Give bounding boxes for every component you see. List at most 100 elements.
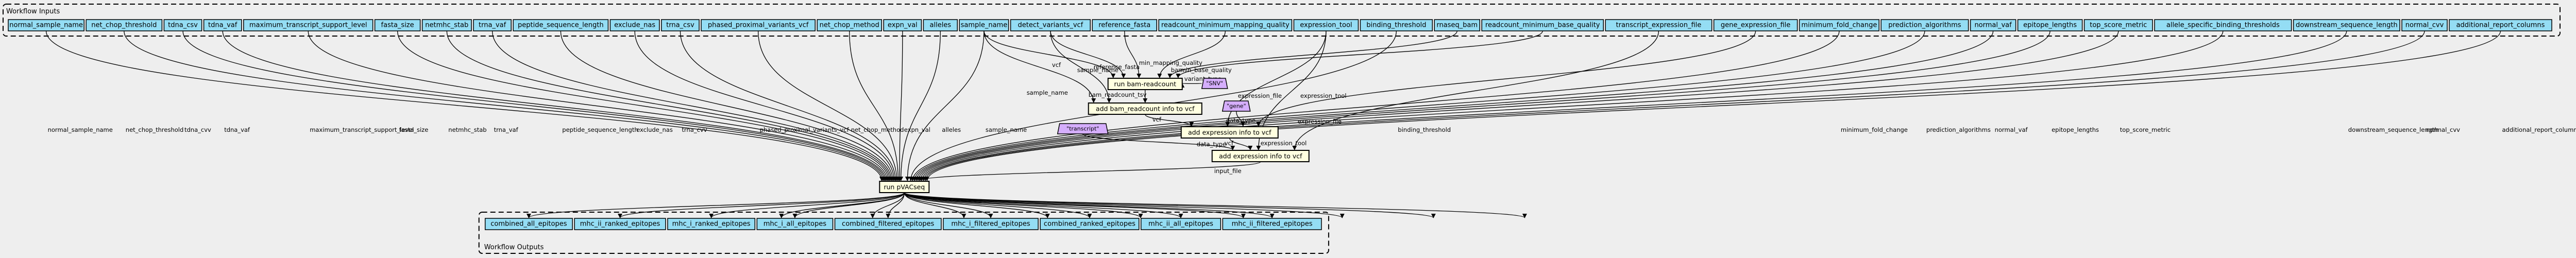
input-epitope-lengths[interactable]: epitope_lengths (2017, 19, 2083, 31)
edge-55 (618, 192, 905, 218)
input-reference-fasta[interactable]: reference_fasta (1092, 19, 1157, 31)
input-readcount-minimum-mapping-quality[interactable]: readcount_minimum_mapping_quality (1158, 19, 1293, 31)
edge-label: prediction_algorithms (1926, 126, 1991, 133)
input-allele-specific-binding-thresholds[interactable]: allele_specific_binding_thresholds (2154, 19, 2292, 31)
input-label: fasta_size (381, 22, 414, 29)
output-mhc-ii-filtered-epitopes[interactable]: mhc_ii_filtered_epitopes (1222, 218, 1322, 230)
output-mhc-i-all-epitopes[interactable]: mhc_i_all_epitopes (756, 218, 834, 230)
edge-label: maximum_transcript_support_level (310, 126, 414, 133)
input-label: additional_report_columns (2456, 22, 2545, 29)
edges-layer (45, 30, 2501, 218)
literal-gene-label: "gene" (1227, 103, 1246, 110)
edge-label: vcf (1225, 140, 1234, 147)
output-label: combined_filtered_epitopes (842, 220, 934, 228)
input-exclude-nas[interactable]: exclude_nas (609, 19, 660, 31)
edge-37 (912, 30, 1925, 181)
edge-label: sample_name (1077, 66, 1118, 74)
input-label: binding_threshold (1366, 22, 1426, 29)
edge-51 (904, 192, 1345, 218)
input-fasta-size[interactable]: fasta_size (374, 19, 421, 31)
input-net-chop-threshold[interactable]: net_chop_threshold (86, 19, 163, 31)
input-gene-expression-file[interactable]: gene_expression_file (1713, 19, 1798, 31)
input-alleles[interactable]: alleles (923, 19, 958, 31)
input-label: reference_fasta (1098, 22, 1150, 29)
edge-label: trna_cvv (682, 126, 707, 133)
input-minimum-fold-change[interactable]: minimum_fold_change (1799, 19, 1879, 31)
input-readcount-minimum-base-quality[interactable]: readcount_minimum_base_quality (1481, 19, 1604, 31)
edge-label: binding_threshold (1398, 126, 1451, 133)
edge-label: normal_sample_name (48, 126, 113, 133)
step-add-expression-transcript-label: add expression info to vcf (1219, 152, 1302, 160)
input-rnaseq-bam[interactable]: rnaseq_bam (1434, 19, 1480, 31)
input-peptide-sequence-length[interactable]: peptide_sequence_length (513, 19, 609, 31)
input-net-chop-method[interactable]: net_chop_method (817, 19, 882, 31)
step-add-bam-readcount-info[interactable]: add bam_readcount info to vcf (1088, 102, 1202, 115)
input-binding-threshold[interactable]: binding_threshold (1360, 19, 1433, 31)
edge-23 (1176, 30, 1543, 78)
input-downstream-sequence-length[interactable]: downstream_sequence_length (2293, 19, 2400, 31)
edge-13 (897, 30, 903, 181)
edge-label: downstream_sequence_length (2348, 126, 2438, 133)
input-transcript-expression-file[interactable]: transcript_expression_file (1605, 19, 1713, 31)
step-run-pvacseq[interactable]: run pVACseq (879, 181, 930, 193)
input-normal-vaf[interactable]: normal_vaf (1970, 19, 2016, 31)
input-detect-variants-vcf[interactable]: detect_variants_vcf (1010, 19, 1091, 31)
step-run-bam-readcount-label: run bam-readcount (1114, 80, 1176, 88)
edge-30 (1292, 30, 1659, 150)
edge-15 (905, 30, 985, 181)
edge-label: tdna_cvv (184, 126, 211, 133)
edge-label: sample_name (986, 126, 1027, 133)
edge-14 (899, 30, 941, 181)
step-add-expression-transcript[interactable]: add expression info to vcf (1211, 150, 1310, 162)
edge-33 (1229, 137, 1253, 150)
input-tdna-vaf[interactable]: tdna_vaf (203, 19, 242, 31)
edge-label: normal_vaf (1995, 126, 2028, 133)
input-maximum-transcript-support-level[interactable]: maximum_transcript_support_level (243, 19, 374, 31)
output-combined-all-epitopes[interactable]: combined_all_epitopes (484, 218, 573, 230)
edge-label: min_mapping_quality (1139, 59, 1202, 66)
edge-6 (446, 30, 892, 181)
edge-label: exclude_nas (636, 126, 673, 133)
output-mhc-ii-all-epitopes[interactable]: mhc_ii_all_epitopes (1140, 218, 1222, 230)
input-normal-cvv[interactable]: normal_cvv (2401, 19, 2448, 31)
input-additional-report-columns[interactable]: additional_report_columns (2449, 19, 2552, 31)
input-label: net_chop_method (820, 22, 879, 29)
edge-61 (904, 192, 1183, 218)
step-run-bam-readcount[interactable]: run bam-readcount (1107, 78, 1183, 90)
edge-label: bam (1171, 66, 1184, 74)
output-mhc-ii-ranked-epitopes[interactable]: mhc_ii_ranked_epitopes (574, 218, 666, 230)
input-label: maximum_transcript_support_level (249, 22, 367, 29)
step-add-expression-gene-label: add expression info to vcf (1188, 129, 1272, 136)
edge-38 (913, 30, 1994, 181)
edge-36 (910, 30, 1840, 181)
step-add-expression-gene[interactable]: add expression info to vcf (1180, 126, 1279, 139)
edge-18 (1050, 30, 1126, 78)
edge-label: min_base_quality (1180, 66, 1232, 74)
input-prediction-algorithms[interactable]: prediction_algorithms (1880, 19, 1969, 31)
edge-7 (492, 30, 894, 181)
edge-56 (709, 192, 905, 218)
output-combined-ranked-epitopes[interactable]: combined_ranked_epitopes (1040, 218, 1140, 230)
edge-label: bam_readcount_tsv (1089, 91, 1147, 98)
input-label: allele_specific_binding_thresholds (2166, 22, 2280, 29)
input-sample-name[interactable]: sample_name (959, 19, 1009, 31)
output-mhc-i-filtered-epitopes[interactable]: mhc_i_filtered_epitopes (943, 218, 1039, 230)
input-netmhc-stab[interactable]: netmhc_stab (421, 19, 472, 31)
input-phased-proximal-variants-vcf[interactable]: phased_proximal_variants_vcf (701, 19, 816, 31)
input-label: normal_sample_name (9, 22, 83, 29)
input-tdna-csv[interactable]: tdna_csv (163, 19, 202, 31)
input-expn-val[interactable]: expn_val (883, 19, 922, 31)
input-expression-tool[interactable]: expression_tool (1293, 19, 1359, 31)
edge-20 (1124, 30, 1142, 78)
output-label: combined_ranked_epitopes (1044, 220, 1136, 228)
input-normal-sample-name[interactable]: normal_sample_name (8, 19, 84, 31)
output-mhc-i-ranked-epitopes[interactable]: mhc_i_ranked_epitopes (667, 218, 756, 230)
edge-label: phased_proximal_variants_vcf (760, 126, 850, 133)
edge-49 (904, 192, 1143, 218)
input-top-score-metric[interactable]: top_score_metric (2083, 19, 2153, 31)
input-trna-csv[interactable]: trna_csv (661, 19, 700, 31)
edge-label: top_score_metric (2120, 126, 2171, 133)
input-trna-vaf[interactable]: trna_vaf (473, 19, 512, 31)
output-combined-filtered-epitopes[interactable]: combined_filtered_epitopes (834, 218, 942, 230)
